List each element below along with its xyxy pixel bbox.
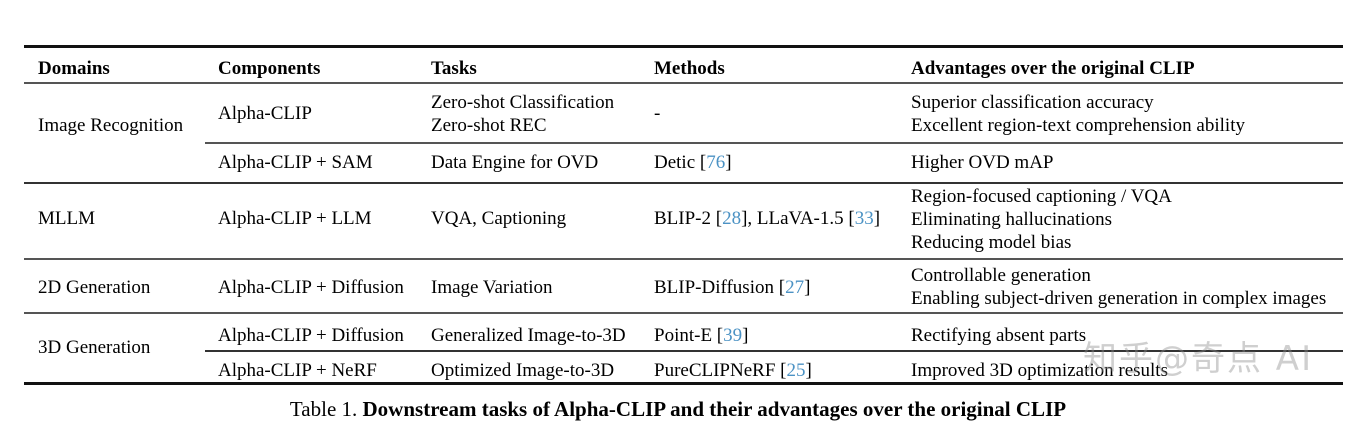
methods-blip2-label: BLIP-2 [ — [654, 208, 723, 229]
table-cell-methods-blip-diffusion: BLIP-Diffusion [27] — [654, 276, 810, 300]
table-rule-subrow-2 — [205, 350, 1343, 352]
column-header-advantages: Advantages over the original CLIP — [911, 58, 1195, 79]
table-cell-tasks-zero-shot-rec: Zero-shot REC — [431, 115, 547, 136]
column-header-components: Components — [218, 58, 321, 79]
table-rule-top — [24, 45, 1343, 48]
column-header-methods: Methods — [654, 58, 725, 79]
methods-detic-bracket-close: ] — [725, 152, 732, 173]
citation-33[interactable]: 33 — [854, 208, 874, 229]
table-rule-bottom — [24, 382, 1343, 385]
table-cell-advantage-controllable-generation: Controllable generation — [911, 265, 1091, 286]
table-cell-advantage-reducing-model-bias: Reducing model bias — [911, 232, 1072, 253]
methods-pureclipnerf-bracket-close: ] — [805, 360, 812, 381]
table-cell-components-alpha-clip-llm: Alpha-CLIP + LLM — [218, 208, 372, 229]
citation-28[interactable]: 28 — [722, 208, 742, 229]
table-cell-components-alpha-clip-diffusion-2d: Alpha-CLIP + Diffusion — [218, 277, 404, 298]
table-cell-advantage-region-focused-captioning-vqa: Region-focused captioning / VQA — [911, 186, 1172, 207]
table-caption: Table 1. Downstream tasks of Alpha-CLIP … — [0, 396, 1356, 422]
column-header-domains: Domains — [38, 58, 110, 79]
table-cell-domain-image-recognition: Image Recognition — [38, 115, 184, 136]
table-cell-tasks-data-engine-for-ovd: Data Engine for OVD — [431, 152, 599, 173]
table-cell-tasks-optimized-image-to-3d: Optimized Image-to-3D — [431, 360, 615, 381]
methods-llava-bracket-close: ] — [873, 208, 881, 229]
citation-27[interactable]: 27 — [785, 277, 805, 298]
table-cell-components-alpha-clip-diffusion-3d: Alpha-CLIP + Diffusion — [218, 325, 404, 346]
table-cell-domain-3d-generation: 3D Generation — [38, 337, 151, 358]
table-cell-domain-2d-generation: 2D Generation — [38, 277, 151, 298]
table-cell-domain-mllm: MLLM — [38, 208, 95, 229]
methods-blip-diffusion-bracket-close: ] — [804, 277, 811, 298]
table-cell-advantage-rectifying-absent-parts: Rectifying absent parts — [911, 325, 1087, 346]
methods-blip-diffusion-label: BLIP-Diffusion [ — [654, 277, 786, 298]
table-rule-group-3 — [24, 312, 1343, 314]
table-cell-methods-blip2-llava: BLIP-2 [28], LLaVA-1.5 [33] — [654, 207, 880, 231]
table-cell-components-alpha-clip-nerf: Alpha-CLIP + NeRF — [218, 360, 377, 381]
methods-llava-label: ], LLaVA-1.5 [ — [741, 208, 855, 229]
column-header-tasks: Tasks — [431, 58, 477, 79]
table-rule-subrow-1 — [205, 142, 1343, 144]
table-cell-advantage-higher-ovd-map: Higher OVD mAP — [911, 152, 1054, 173]
table-cell-methods-detic: Detic [76] — [654, 151, 732, 175]
table-caption-text: Downstream tasks of Alpha-CLIP and their… — [362, 397, 1067, 421]
methods-pureclipnerf-label: PureCLIPNeRF [ — [654, 360, 787, 381]
methods-detic-label: Detic [ — [654, 152, 707, 173]
citation-76[interactable]: 76 — [706, 152, 726, 173]
table-rule-header — [24, 82, 1343, 84]
table-rule-group-2 — [24, 258, 1343, 260]
table-cell-advantage-excellent-region-text-comprehension: Excellent region-text comprehension abil… — [911, 115, 1245, 136]
table-cell-methods-pureclipnerf: PureCLIPNeRF [25] — [654, 359, 812, 383]
table-caption-label: Table 1. — [289, 397, 358, 421]
citation-39[interactable]: 39 — [723, 325, 743, 346]
table-cell-methods-point-e: Point-E [39] — [654, 324, 748, 348]
table-cell-components-alpha-clip-sam: Alpha-CLIP + SAM — [218, 152, 373, 173]
table-cell-tasks-generalized-image-to-3d: Generalized Image-to-3D — [431, 325, 626, 346]
methods-point-e-bracket-close: ] — [742, 325, 749, 346]
table-cell-advantage-eliminating-hallucinations: Eliminating hallucinations — [911, 209, 1113, 230]
table-cell-methods-none: - — [654, 103, 661, 124]
table-cell-advantage-improved-3d-optimization-results: Improved 3D optimization results — [911, 360, 1168, 381]
table-cell-advantage-superior-classification-accuracy: Superior classification accuracy — [911, 92, 1154, 113]
table-cell-components-alpha-clip: Alpha-CLIP — [218, 103, 312, 124]
table-cell-advantage-subject-driven-generation: Enabling subject-driven generation in co… — [911, 288, 1327, 309]
citation-25[interactable]: 25 — [786, 360, 806, 381]
table-rule-group-1 — [24, 182, 1343, 184]
table-cell-tasks-image-variation: Image Variation — [431, 277, 553, 298]
table-cell-tasks-vqa-captioning: VQA, Captioning — [431, 208, 567, 229]
methods-point-e-label: Point-E [ — [654, 325, 724, 346]
table-cell-tasks-zero-shot-classification: Zero-shot Classification — [431, 92, 615, 113]
